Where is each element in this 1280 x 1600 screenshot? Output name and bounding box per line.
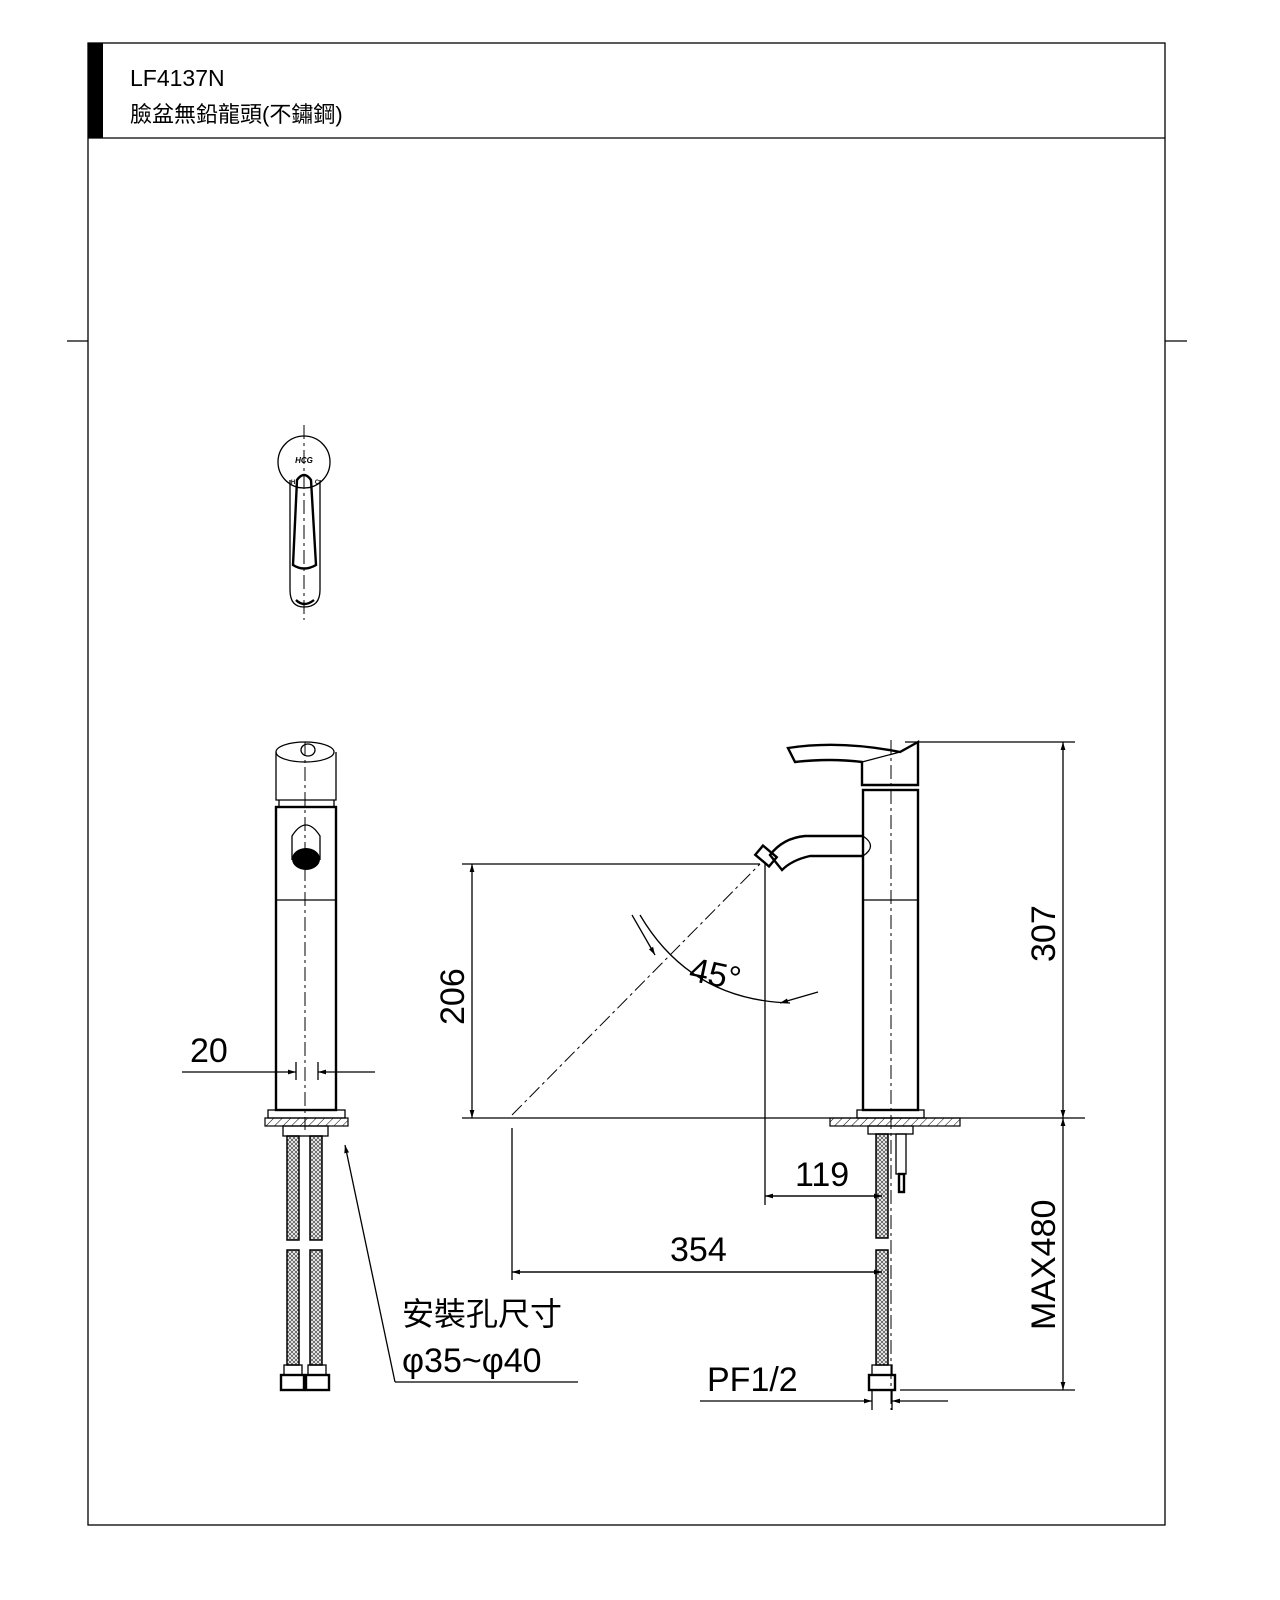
side-view: 45° 206 307 MAX480 119 354 PF1/2 (434, 739, 1085, 1410)
title-bar-accent (88, 43, 103, 138)
hot-mark: H (291, 480, 295, 486)
install-hole-label: 安裝孔尺寸 (402, 1296, 562, 1332)
drawing-frame (87, 42, 1166, 1526)
dim-stem-width: 20 (190, 1032, 228, 1070)
dim-angle: 45° (686, 951, 744, 999)
top-view: HCG H C (277, 425, 331, 620)
install-hole-size: φ35~φ40 (402, 1342, 542, 1380)
dim-spout-offset: 119 (795, 1156, 849, 1194)
brand-logo: HCG (295, 456, 313, 465)
model-number: LF4137N (130, 65, 225, 91)
dim-total-height: 307 (1025, 905, 1063, 962)
product-name: 臉盆無鉛龍頭(不鏽鋼) (130, 102, 343, 127)
dim-hose-length: MAX480 (1025, 1200, 1063, 1330)
dim-reach: 354 (670, 1231, 727, 1269)
dim-thread: PF1/2 (707, 1361, 798, 1399)
dim-spout-height: 206 (434, 968, 472, 1025)
cold-mark: C (315, 480, 320, 486)
title-block: LF4137N 臉盆無鉛龍頭(不鏽鋼) (67, 42, 1187, 1526)
front-view: 20 安裝孔尺寸 φ35~φ40 (182, 741, 578, 1392)
